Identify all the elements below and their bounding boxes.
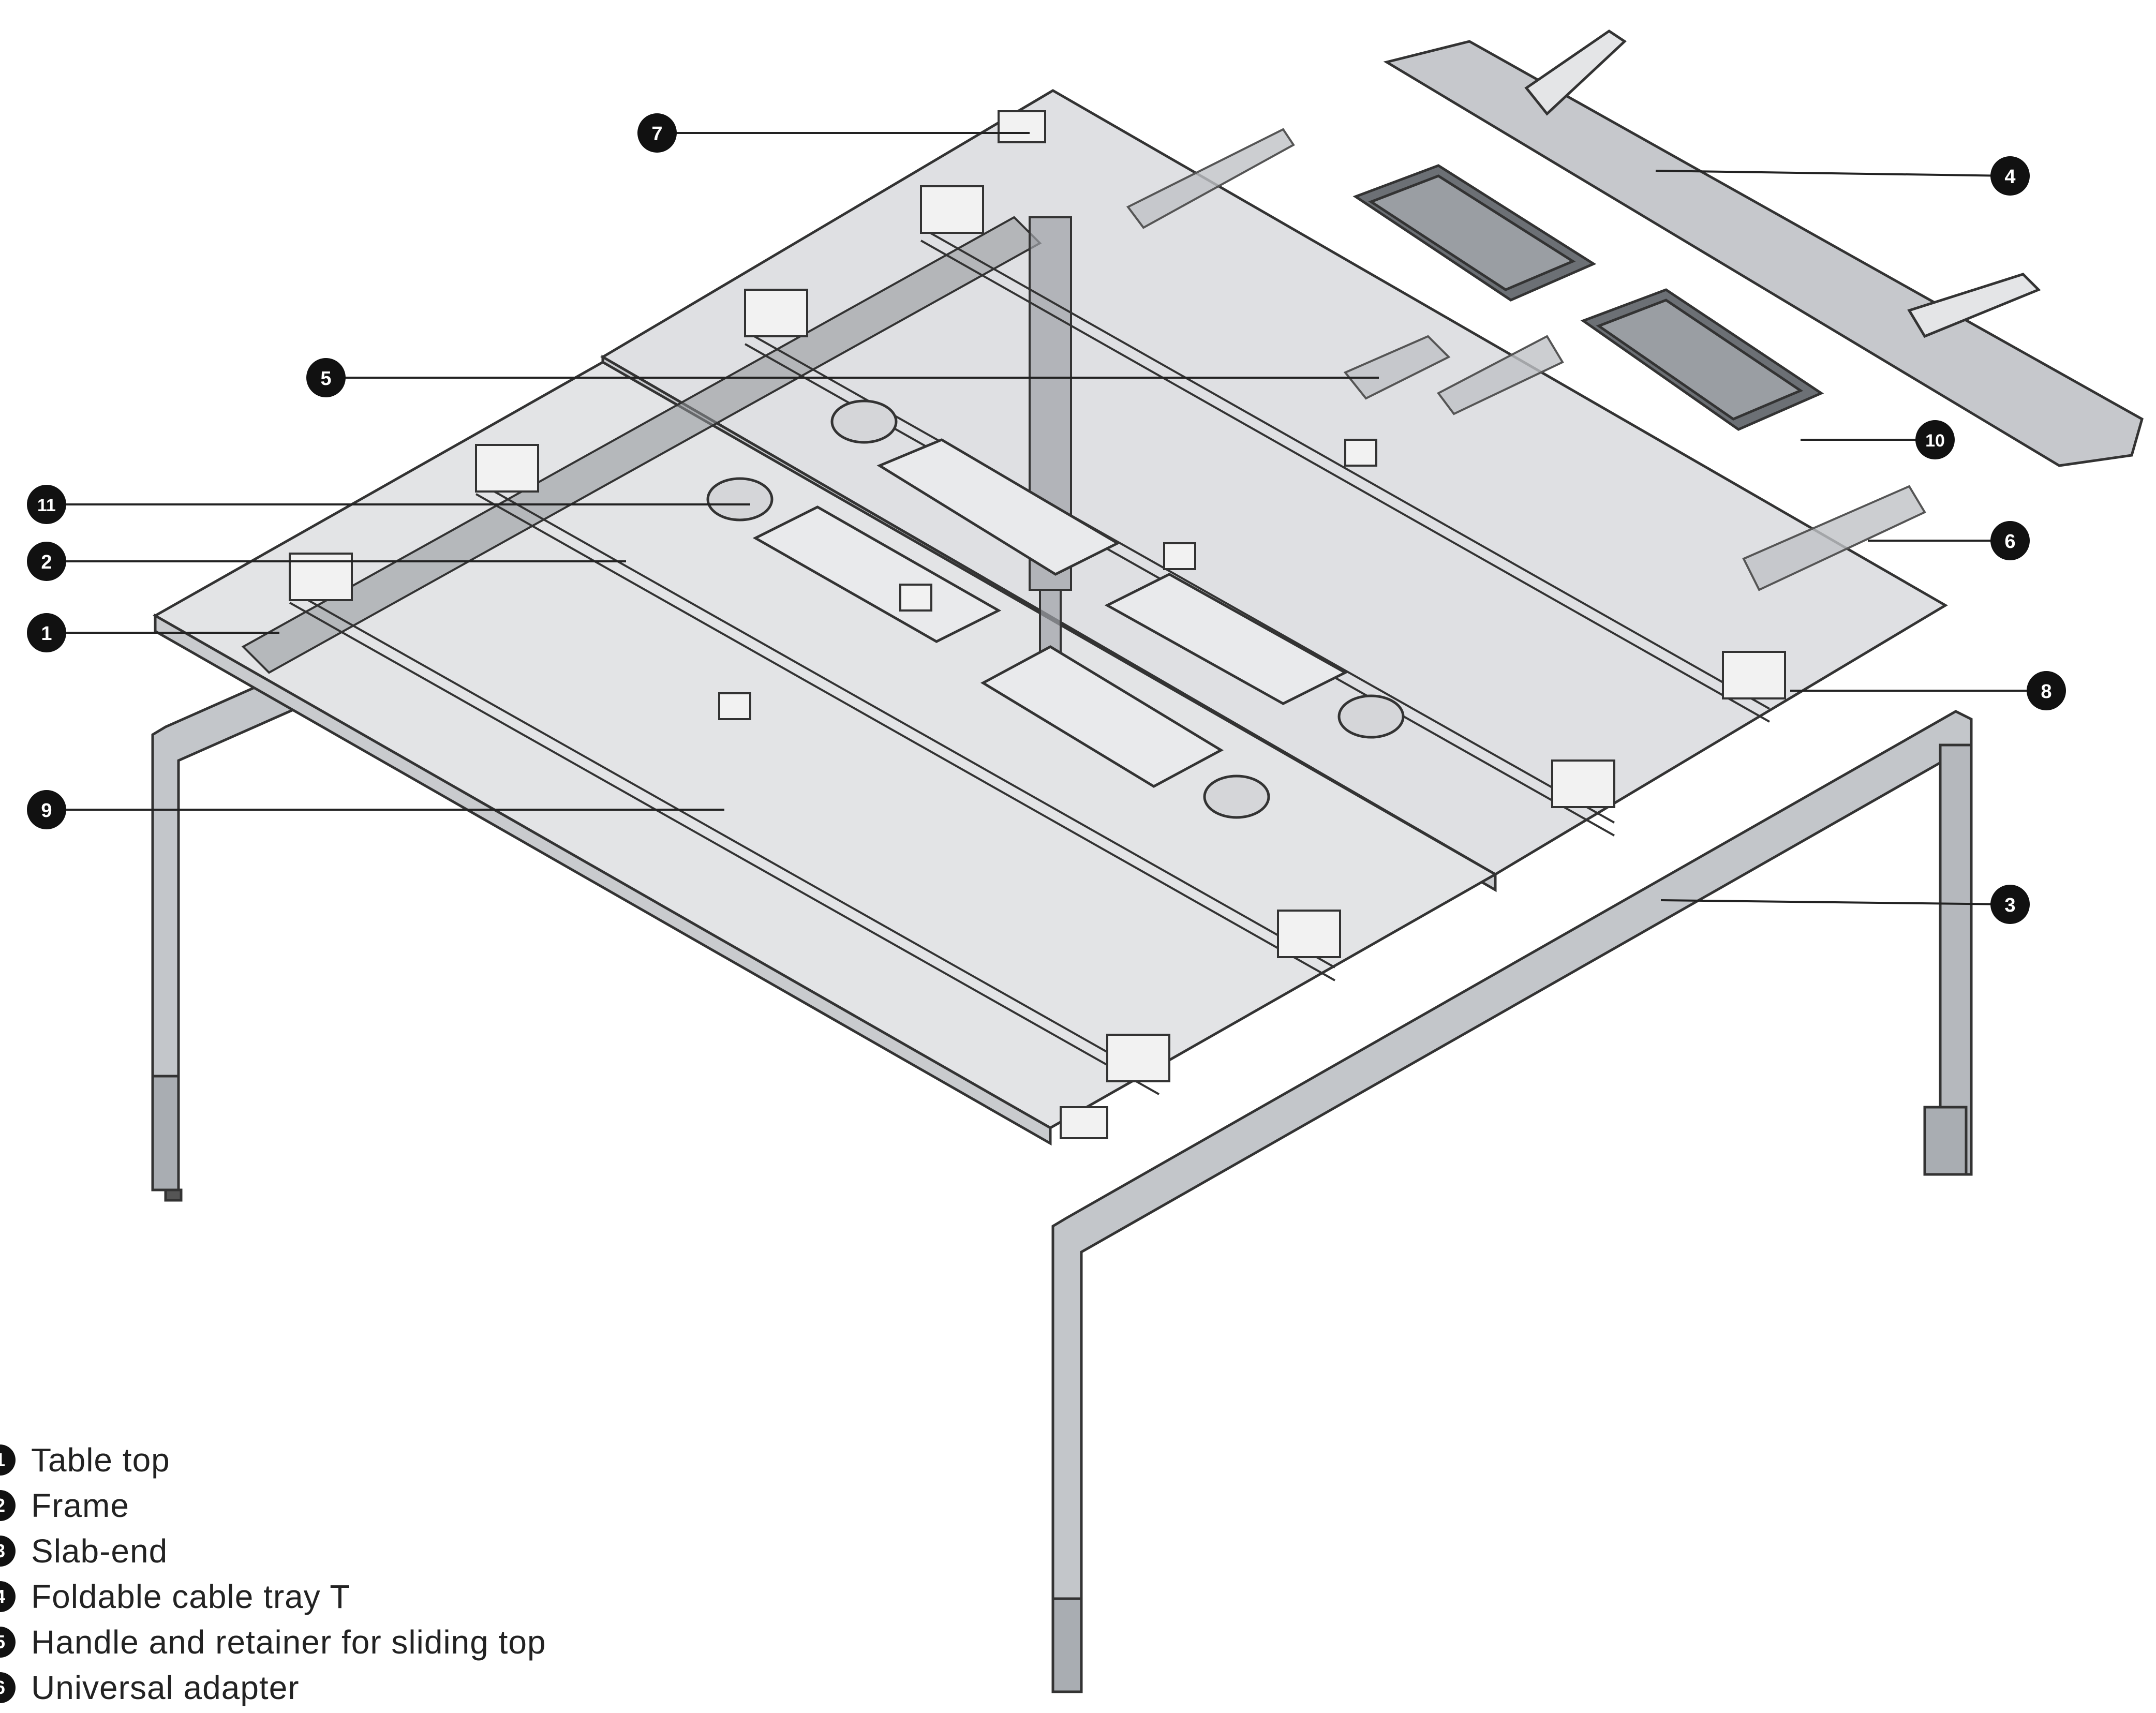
- legend-label: Table top: [31, 1441, 170, 1479]
- callout-3: 3: [1990, 885, 2030, 924]
- legend-label: Handle and retainer for sliding top: [31, 1623, 546, 1661]
- handle-and-adapters: [1126, 128, 1926, 591]
- callout-9: 9: [27, 790, 66, 829]
- power-modules: [1352, 164, 1824, 431]
- callout-10: 10: [1915, 420, 1955, 459]
- legend-item: 6 Universal adapter: [0, 1666, 300, 1709]
- leader-lines: [47, 132, 2046, 905]
- legend-item: 4 Foldable cable tray T: [0, 1575, 350, 1618]
- callout-number: 3: [2004, 895, 2015, 916]
- legend-item: 2 Frame: [0, 1484, 129, 1527]
- legend-label: Universal adapter: [31, 1669, 300, 1706]
- callout-number: 9: [41, 800, 52, 822]
- slab-end: [1051, 710, 1973, 1693]
- callout-number: 6: [2004, 531, 2015, 553]
- legend-number: 1: [0, 1444, 16, 1476]
- legend-label: Slab-end: [31, 1532, 168, 1570]
- callout-11: 11: [27, 485, 66, 524]
- callout-number: 8: [2041, 681, 2051, 703]
- foldable-cable-tray: [1383, 29, 2144, 467]
- callout-5: 5: [306, 358, 346, 397]
- cable-cutouts: [752, 438, 1348, 788]
- mounting-brackets: [289, 110, 1786, 1139]
- callout-number: 5: [320, 368, 331, 390]
- rail-clips: [718, 439, 1377, 720]
- legend-item: 5 Handle and retainer for sliding top: [0, 1620, 546, 1664]
- legend-number: 5: [0, 1627, 16, 1658]
- callout-4: 4: [1990, 156, 2030, 196]
- grommets: [706, 399, 1405, 819]
- callout-2: 2: [27, 542, 66, 581]
- legend-label: Frame: [31, 1487, 129, 1524]
- legend-number: 2: [0, 1490, 16, 1521]
- legend-item: 3 Slab-end: [0, 1529, 168, 1573]
- callout-number: 4: [2004, 166, 2015, 188]
- legend-number: 3: [0, 1536, 16, 1567]
- callout-6: 6: [1990, 521, 2030, 560]
- callout-7: 7: [637, 113, 677, 153]
- legend-number: 4: [0, 1581, 16, 1612]
- table-top: [152, 361, 1498, 1146]
- callout-number: 1: [41, 623, 52, 645]
- callout-number: 11: [37, 496, 56, 515]
- callout-8: 8: [2027, 671, 2066, 710]
- callout-number: 10: [1925, 431, 1945, 451]
- callout-number: 7: [651, 123, 662, 145]
- legend-number: 6: [0, 1672, 16, 1703]
- legend-item: 1 Table top: [0, 1438, 170, 1482]
- frame-crossbar: [241, 216, 1072, 689]
- legend-label: Foldable cable tray T: [31, 1578, 351, 1615]
- callout-1: 1: [27, 613, 66, 652]
- callout-number: 2: [41, 552, 52, 573]
- frame-rails: [289, 227, 1770, 1095]
